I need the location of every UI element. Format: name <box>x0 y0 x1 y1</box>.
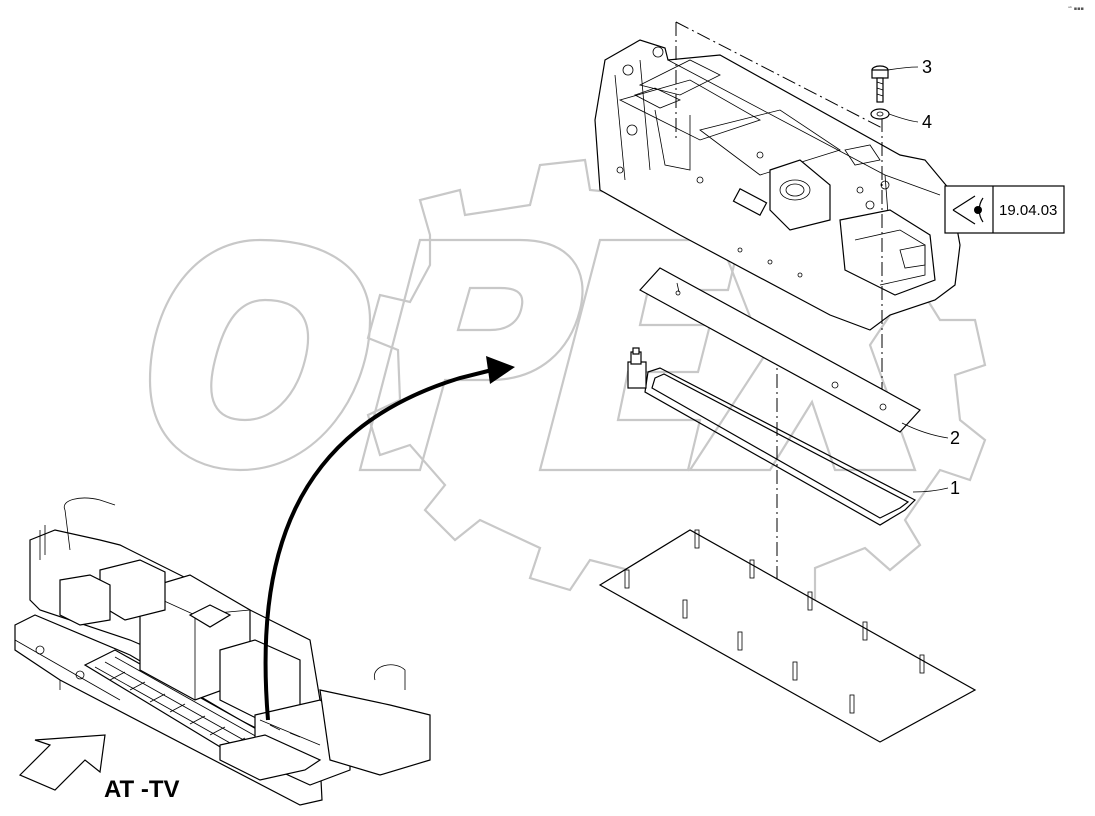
corner-mark: ᵃᵇ ▪▪▪ <box>1068 6 1084 12</box>
direction-arrow-icon <box>18 734 106 791</box>
leader-lines <box>887 66 949 493</box>
chassis-frame <box>594 39 961 331</box>
callout-3: 3 <box>922 57 932 77</box>
eye-icon <box>952 195 984 225</box>
callout-2: 2 <box>950 428 960 448</box>
reference-label: 19.04.03 <box>999 202 1057 219</box>
bolt <box>871 65 889 103</box>
alignment-lines <box>675 21 883 620</box>
studs <box>624 529 925 714</box>
watermark-letter-o <box>148 238 372 472</box>
washer <box>870 108 890 120</box>
callout-4: 4 <box>922 112 932 132</box>
watermark-letter-p <box>358 238 584 472</box>
detail-arrow <box>263 356 515 721</box>
reference-box: 19.04.03 <box>944 185 1065 234</box>
screed-plate <box>598 529 977 743</box>
heating-element <box>627 347 917 526</box>
cover-plate <box>639 267 921 433</box>
machine-grate <box>94 656 276 758</box>
view-label: AT -TV <box>104 776 180 803</box>
paver-machine <box>14 497 431 806</box>
callout-1: 1 <box>950 478 960 498</box>
